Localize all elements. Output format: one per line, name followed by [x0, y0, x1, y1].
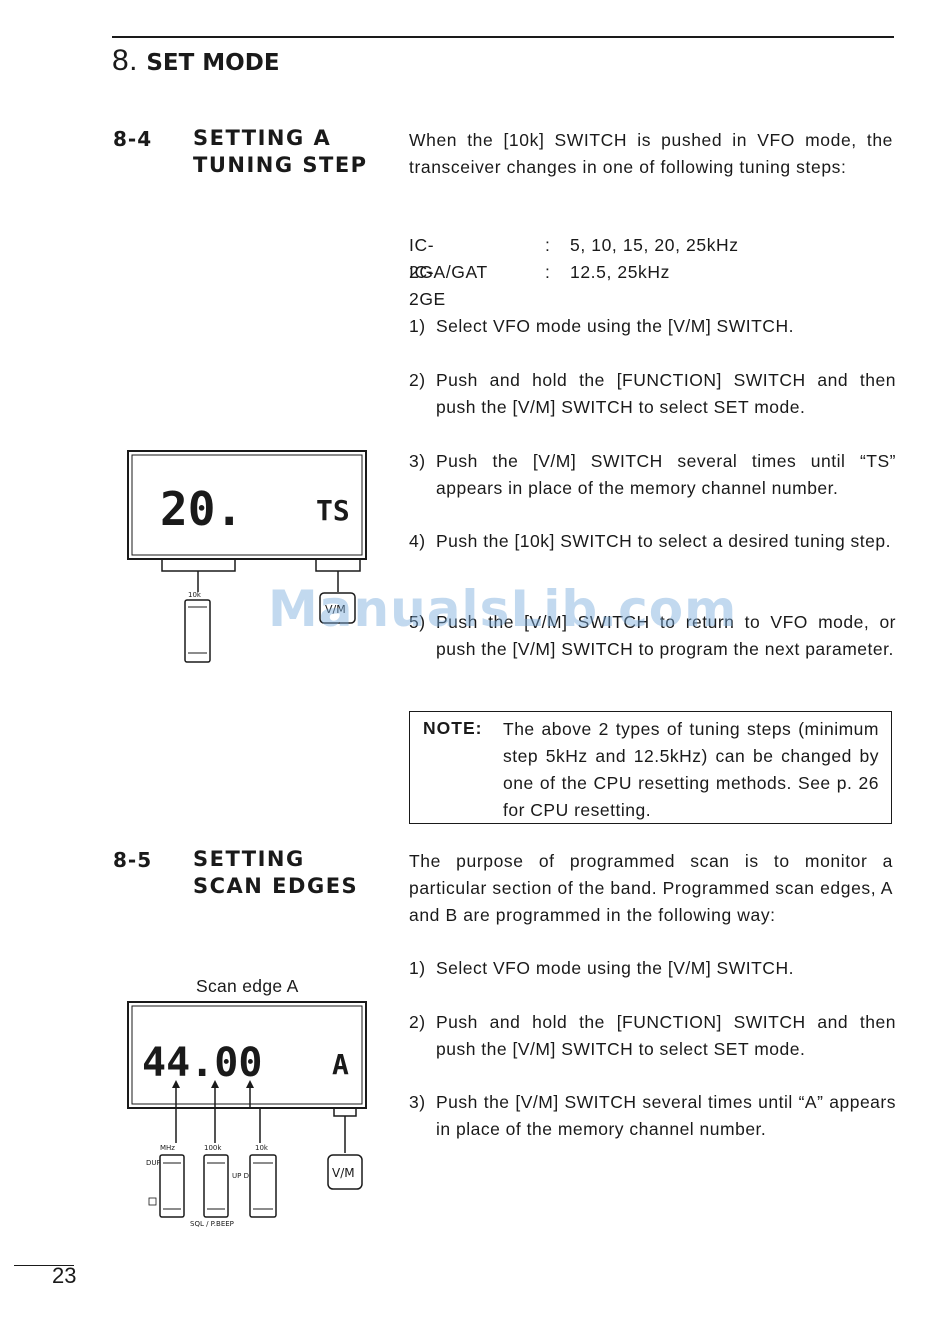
step-item: 1) Select VFO mode using the [V/M] SWITC…	[409, 316, 794, 336]
diagram-caption: Scan edge A	[196, 976, 299, 996]
step-item: 2) Push and hold the [FUNCTION] SWITCH a…	[409, 370, 896, 417]
scan-edge-diagram: 44.00 A MHz 100k 10k DUP UP DN V/M SQL /…	[127, 1001, 367, 1228]
section-8-5-number: 8-5	[113, 848, 153, 872]
note-box: NOTE: The above 2 types of tuning steps …	[409, 711, 892, 824]
chapter-heading: 8. SET MODE	[112, 44, 280, 78]
step-item: 3) Push the [V/M] SWITCH several times u…	[409, 1092, 896, 1139]
page-number-rule	[14, 1265, 74, 1266]
10k-button-icon	[184, 599, 211, 663]
section-8-5-title: SETTING SCAN EDGES	[193, 847, 359, 898]
button-label-vm: V/M	[332, 1166, 355, 1180]
button-label-sql: SQL / P.BEEP	[190, 1220, 234, 1228]
step-item: 2) Push and hold the [FUNCTION] SWITCH a…	[409, 1012, 896, 1059]
10k-button-icon	[249, 1154, 277, 1218]
page-number: 23	[52, 1263, 77, 1288]
step-item: 3) Push the [V/M] SWITCH several times u…	[409, 451, 896, 498]
button-label-updn: UP DN	[232, 1172, 254, 1180]
button-label-dup: DUP	[146, 1159, 161, 1167]
section-8-4-intro: When the [10k] SWITCH is pushed in VFO m…	[409, 130, 893, 177]
lcd-indicator: A	[332, 1048, 349, 1081]
arrow-up-icon	[211, 1080, 219, 1088]
button-label-10k: 10k	[255, 1144, 269, 1152]
tuning-step-diagram: 20. TS 10k V/M	[127, 450, 367, 663]
lcd-digits: 44.00	[142, 1040, 262, 1086]
step-item: 5) Push the [V/M] SWITCH to return to VF…	[409, 612, 896, 659]
chapter-title: SET MODE	[146, 50, 280, 76]
section-8-4-title: SETTING A TUNING STEP	[193, 126, 368, 177]
step-item: 4) Push the [10k] SWITCH to select a des…	[409, 531, 891, 551]
mhz-button-icon	[159, 1154, 185, 1218]
chapter-number: 8.	[112, 44, 139, 77]
button-label-mhz: MHz	[160, 1144, 175, 1152]
function-key-icon	[148, 1197, 157, 1206]
button-label-100k: 100k	[204, 1144, 222, 1152]
watermark: ManualsLib.com	[268, 580, 738, 638]
arrow-up-icon	[172, 1080, 180, 1088]
section-8-5-intro: The purpose of programmed scan is to mon…	[409, 851, 893, 925]
lcd-digits: 20.	[160, 482, 243, 536]
vm-button-icon	[319, 592, 356, 624]
note-text: The above 2 types of tuning steps (minim…	[503, 719, 879, 820]
lcd-indicator: TS	[316, 494, 350, 527]
vm-button-icon	[327, 1154, 363, 1190]
step-item: 1) Select VFO mode using the [V/M] SWITC…	[409, 958, 794, 978]
arrow-up-icon	[246, 1080, 254, 1088]
note-label: NOTE:	[423, 718, 483, 738]
100k-button-icon	[203, 1154, 229, 1218]
section-8-4-number: 8-4	[113, 127, 153, 151]
button-label-10k: 10k	[188, 591, 202, 599]
button-label-vm: V/M	[325, 603, 346, 616]
top-rule	[112, 36, 894, 38]
